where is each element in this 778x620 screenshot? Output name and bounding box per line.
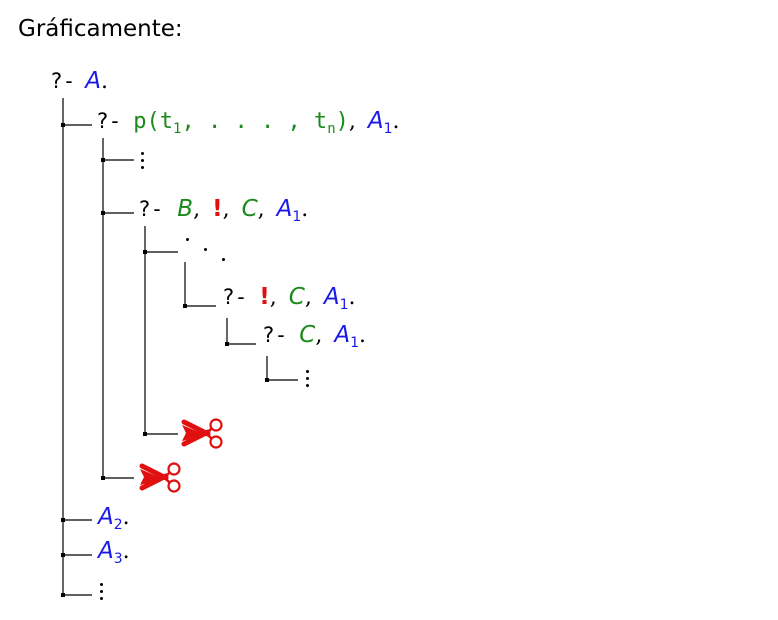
alternative-a2: A2.: [98, 504, 130, 533]
clause-rest-goal: A1: [276, 196, 302, 225]
call-goal: p(t1, . . . , tn): [133, 109, 349, 137]
after-cut-rest-goal: A1: [334, 322, 360, 351]
after-b-rest-goal: A1: [323, 284, 349, 313]
call-rest-goal: A1: [367, 108, 393, 137]
tree-junction: [101, 211, 105, 215]
scissors-icon: [139, 462, 181, 493]
tree-junction: [143, 250, 147, 254]
alternative-a3: A3.: [98, 538, 130, 567]
cut-symbol: !: [259, 284, 270, 310]
query-prompt: ?-: [96, 109, 122, 133]
tree-junction: [101, 158, 105, 162]
query-prompt: ?-: [222, 285, 248, 309]
heading: Gráficamente:: [18, 16, 183, 42]
after-cut-c: C: [299, 322, 316, 348]
tree-junction: [265, 378, 269, 382]
vertical-ellipsis-icon: [141, 152, 147, 173]
clause-query: ?- B, !, C, A1.: [138, 196, 309, 225]
tree-junction: [183, 304, 187, 308]
tree-junction: [61, 593, 65, 597]
tree-junction: [143, 432, 147, 436]
vertical-ellipsis-icon: [100, 583, 106, 604]
root-query: ?- A.: [50, 70, 108, 93]
query-prompt: ?-: [138, 197, 164, 221]
tree-junction: [61, 553, 65, 557]
scissors-icon: [181, 418, 223, 449]
tree-junction: [61, 518, 65, 522]
clause-c: C: [241, 196, 258, 222]
tree-junction: [101, 476, 105, 480]
tree-junction: [61, 123, 65, 127]
vertical-ellipsis-icon: [306, 370, 312, 391]
period: .: [101, 69, 109, 94]
tree-junction: [225, 342, 229, 346]
query-prompt: ?-: [262, 323, 288, 347]
clause-b: B: [177, 196, 194, 222]
after-b-query: ?- !, C, A1.: [222, 284, 356, 313]
after-cut-query: ?- C, A1.: [262, 322, 367, 351]
after-b-c: C: [288, 284, 305, 310]
call-query: ?- p(t1, . . . , tn), A1.: [96, 108, 400, 137]
query-prompt: ?-: [50, 69, 76, 93]
root-goal: A: [85, 68, 102, 94]
diagonal-ellipsis-icon: [186, 238, 236, 268]
cut-symbol: !: [212, 196, 223, 222]
